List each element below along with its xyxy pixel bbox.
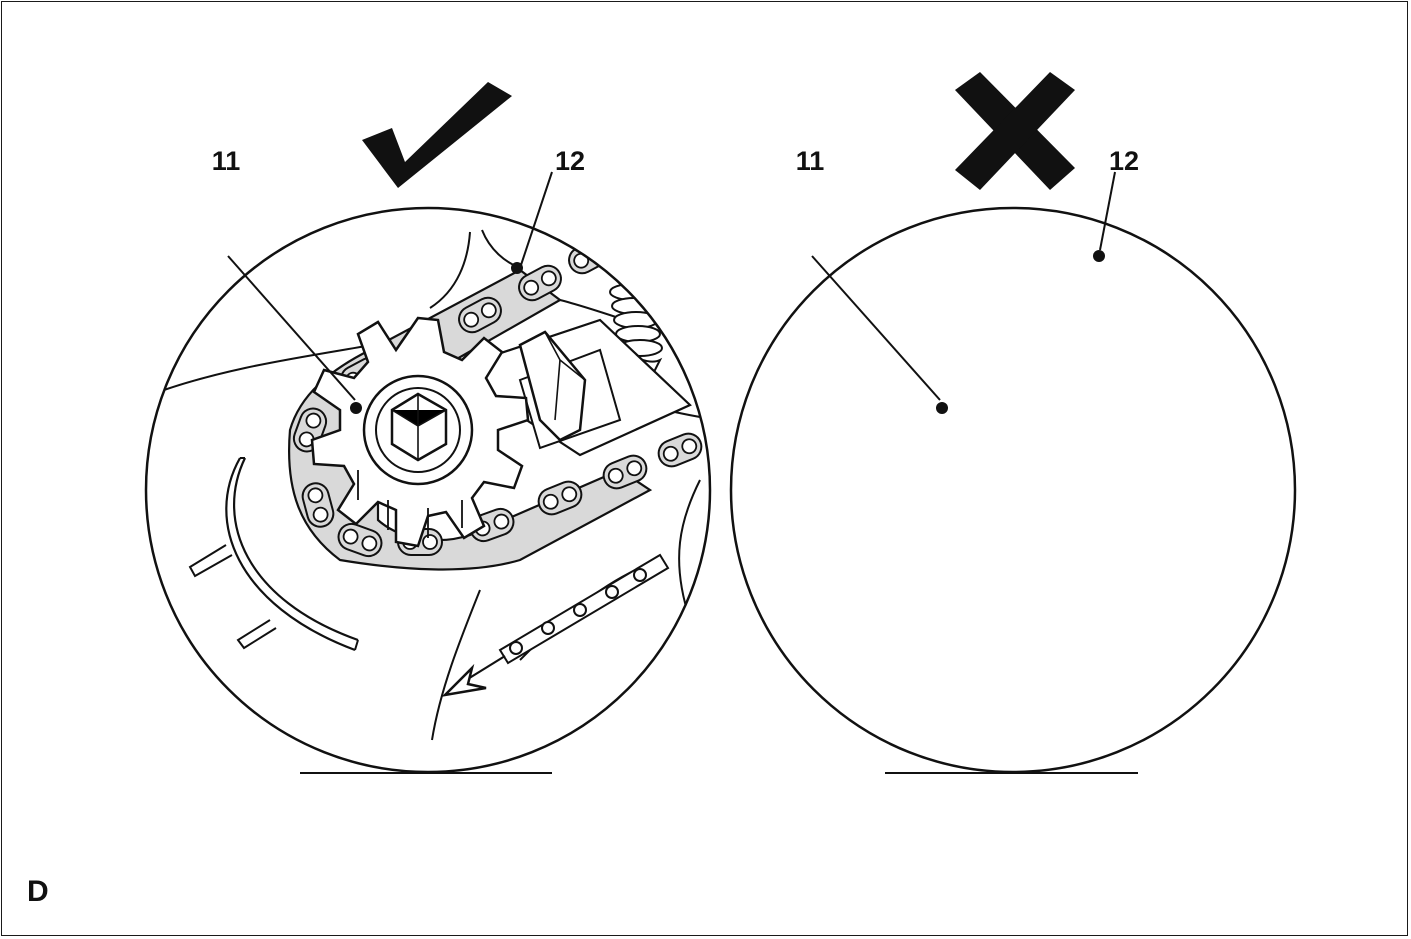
figure-letter: D (27, 875, 49, 908)
callout-chain-incorrect: 12 (1109, 146, 1139, 176)
leader-line-sprocket-correct (227, 255, 356, 401)
callout-sprocket-correct: 11 (212, 146, 241, 176)
leader-line-chain-correct (519, 171, 553, 269)
leader-line-sprocket-incorrect (811, 255, 941, 401)
leader-line-chain-incorrect (1099, 171, 1116, 251)
detail-circle-incorrect (729, 206, 1297, 774)
callout-chain-correct: 12 (555, 146, 585, 176)
leader-dot-sprocket-correct (350, 402, 362, 414)
cross-mark-icon (955, 72, 1075, 190)
leader-dot-chain-incorrect (1093, 250, 1105, 262)
panel-correct: 11 12 (144, 82, 712, 774)
leader-dot-sprocket-incorrect (936, 402, 948, 414)
check-mark-icon (362, 82, 512, 188)
panel-incorrect: 11 12 (729, 72, 1297, 774)
callout-sprocket-incorrect: 11 (796, 146, 825, 176)
leader-dot-chain-correct (511, 262, 523, 274)
